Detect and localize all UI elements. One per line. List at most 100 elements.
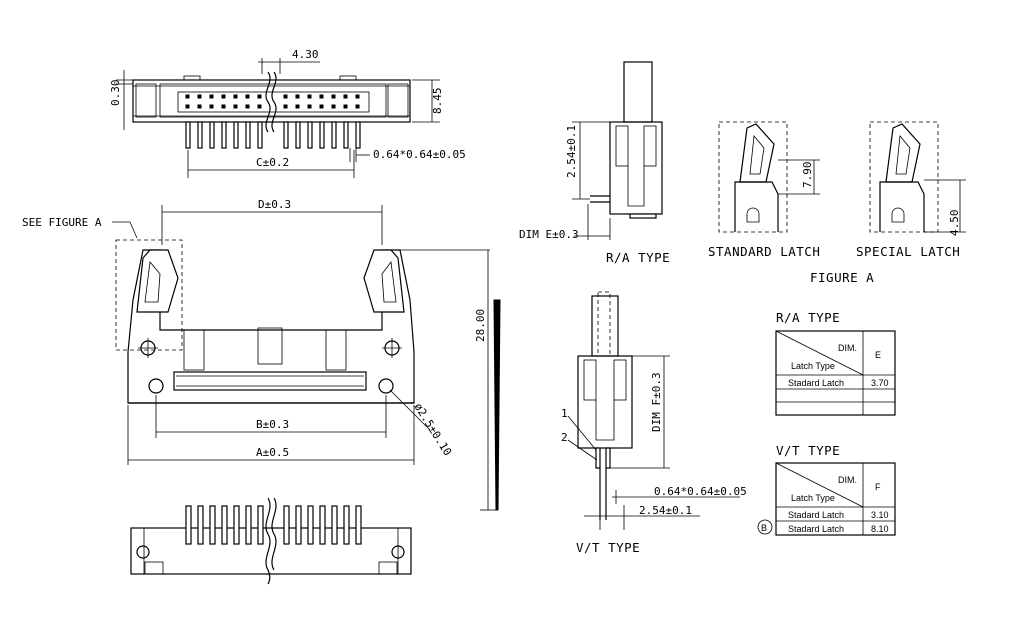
pin-square [245,104,250,109]
revision-mark [757,519,773,535]
bottom-view [130,497,412,585]
revision-mark-label: B [761,523,767,533]
pin-square [221,104,226,109]
callout-1: 1 [561,407,568,420]
ra-table-title: R/A TYPE [776,310,840,325]
pin-square [319,94,324,99]
pin-lead [245,505,252,545]
ra-row-latch: Stadard Latch [788,378,844,388]
mounting-hole [378,378,394,394]
pin-square [343,94,348,99]
see-figure-label: SEE FIGURE A [22,216,102,229]
dim-label: 0.64*0.64±0.05 [654,485,747,498]
pin-lead [209,121,215,149]
dim-label: 2.54±0.1 [565,125,578,178]
pin-square [257,94,262,99]
pin-square [233,104,238,109]
pin-square [295,104,300,109]
pin-lead [283,121,289,149]
pin-square [331,104,336,109]
break-line [265,71,271,133]
pin-lead [233,121,239,149]
pin-square [245,94,250,99]
dim-label: DIM E±0.3 [519,228,579,241]
pin-lead [197,505,204,545]
dim-label: C±0.2 [256,156,289,169]
dim-label: 4.50 [948,210,961,237]
pin-square [197,94,202,99]
pin-square [283,104,288,109]
vt-caption: V/T TYPE [576,540,640,555]
vt-header-dim: DIM. [838,475,857,485]
pin-square [209,94,214,99]
pin-square [221,94,226,99]
pin-square [257,104,262,109]
pin-lead [197,121,203,149]
dim-label: 2.54±0.1 [639,504,692,517]
ra-row-value: 3.70 [871,378,889,388]
latch-right [363,249,405,313]
dim-label: 8.45 [431,88,444,115]
latch-left [136,249,179,313]
pin-square [331,94,336,99]
pin-lead [295,121,301,149]
pin-square [185,104,190,109]
standard-latch-caption: STANDARD LATCH [708,244,820,259]
dim-label: D±0.3 [258,198,291,211]
special-latch [885,123,921,183]
dim-label: 28.00 [474,309,487,342]
dim-label: 7.90 [801,162,814,189]
vt-row-latch: Stadard Latch [788,524,844,534]
pin-lead [283,505,290,545]
dim-label: 0.30 [109,80,122,107]
pin-lead [257,505,264,545]
vt-row-value: 3.10 [871,510,889,520]
pin-square [185,94,190,99]
pin-square [307,94,312,99]
figure-caption: FIGURE A [810,270,874,285]
pin-lead [355,505,362,545]
pin-square [319,104,324,109]
pin-square [343,104,348,109]
top-view: 4.30 8.45 0.30 C±0.2 0.64*0.64±0.05 [109,48,466,178]
callout-2: 2 [561,431,568,444]
pin-lead [257,121,263,149]
dim-label: ø2.5±0.10 [411,401,454,458]
pin-grid [185,94,360,109]
vt-table: V/T TYPE DIM. Latch Type F Stadard Latch… [757,443,896,536]
vt-table-title: V/T TYPE [776,443,840,458]
special-latch-caption: SPECIAL LATCH [856,244,960,259]
ra-table: R/A TYPE DIM. Latch Type E Stadard Latch… [775,310,896,416]
vt-header-f: F [875,482,881,492]
pin-lead [355,121,361,149]
pin-lead [319,121,325,149]
pin-square [307,104,312,109]
pin-lead [209,505,216,545]
front-view: SEE FIGURE A D±0.3 [22,198,501,511]
pin-lead [295,505,302,545]
pin-square [283,94,288,99]
ra-header-latch: Latch Type [791,361,835,371]
dim-label: 0.64*0.64±0.05 [373,148,466,161]
ra-header-e: E [875,350,881,360]
pin-lead [221,505,228,545]
dim-label: A±0.5 [256,446,289,459]
mounting-hole [148,378,164,394]
ra-header-dim: DIM. [838,343,857,353]
pin-lead [185,121,191,149]
pin-lead [343,505,350,545]
vt-side-view: DIM F±0.3 1 2 0.64*0.64±0.05 2.54±0.1 V/… [561,291,747,555]
pin-lead [233,505,240,545]
pin-square [355,104,360,109]
pin-square [233,94,238,99]
pin-lead [307,505,314,545]
standard-latch [739,123,775,183]
dim-label: 4.30 [292,48,319,61]
dim-label: B±0.3 [256,418,289,431]
figure-a: 7.90 STANDARD LATCH 4.50 SPECIAL LATCH F… [708,121,966,285]
pin-lead [307,121,313,149]
pin-square [197,104,202,109]
dim-label: DIM F±0.3 [650,372,663,432]
pin-square [295,94,300,99]
vt-row-latch: Stadard Latch [788,510,844,520]
